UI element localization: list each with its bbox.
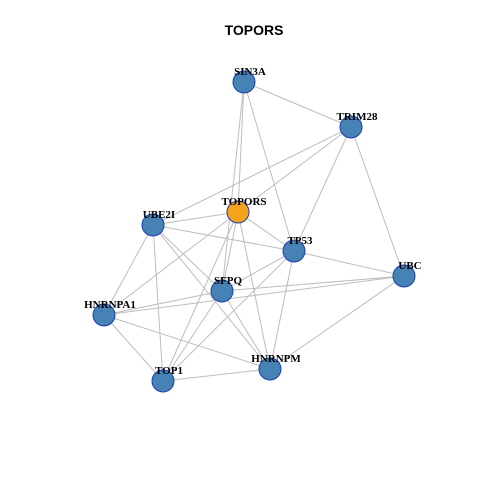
edge-trim28-ube2i <box>152 126 352 226</box>
edge-ube2i-top1 <box>152 224 164 382</box>
node-trim28[interactable] <box>339 115 363 139</box>
node-hnrnpm[interactable] <box>258 357 282 381</box>
node-label-tp53: TP53 <box>287 235 313 247</box>
edge-hnrnpa1-hnrnpm <box>103 314 271 370</box>
edge-hnrnpm-top1 <box>162 368 271 382</box>
edge-tp53-hnrnpm <box>269 250 295 370</box>
node-hnrnpa1[interactable] <box>92 303 116 327</box>
edge-tp53-top1 <box>162 250 295 382</box>
edge-ube2i-hnrnpm <box>152 224 271 370</box>
node-label-sfpq: SFPQ <box>214 275 243 287</box>
node-topors[interactable] <box>226 200 250 224</box>
node-label-ubc: UBC <box>398 260 421 272</box>
node-layer <box>92 70 416 393</box>
node-sin3a[interactable] <box>232 70 256 94</box>
edge-ube2i-sfpq <box>152 224 223 292</box>
edge-sin3a-tp53 <box>243 81 295 252</box>
edge-topors-sfpq <box>221 211 239 292</box>
edge-trim28-tp53 <box>293 126 352 252</box>
node-label-topors: TOPORS <box>221 196 266 208</box>
edge-tp53-ubc <box>293 250 405 277</box>
node-top1[interactable] <box>151 369 175 393</box>
node-ube2i[interactable] <box>141 213 165 237</box>
node-label-hnrnpa1: HNRNPA1 <box>84 299 136 311</box>
edge-ube2i-tp53 <box>152 224 295 252</box>
edge-trim28-ubc <box>350 126 405 277</box>
node-label-sin3a: SIN3A <box>234 66 266 78</box>
diagram-title: TOPORS <box>225 22 284 38</box>
edge-sfpq-hnrnpm <box>221 290 271 370</box>
node-sfpq[interactable] <box>210 279 234 303</box>
edge-sfpq-hnrnpa1 <box>103 290 223 316</box>
edge-ubc-hnrnpm <box>269 275 405 370</box>
edge-ubc-sfpq <box>221 275 405 292</box>
node-label-top1: TOP1 <box>155 365 183 377</box>
node-label-ube2i: UBE2I <box>143 209 175 221</box>
edge-layer <box>103 81 405 382</box>
edge-ubc-hnrnpa1 <box>103 275 405 316</box>
edge-topors-top1 <box>162 211 239 382</box>
edge-tp53-sfpq <box>221 250 295 292</box>
edge-sin3a-sfpq <box>221 81 245 292</box>
edge-topors-hnrnpa1 <box>103 211 239 316</box>
edge-sin3a-trim28 <box>243 81 352 128</box>
node-label-trim28: TRIM28 <box>337 111 378 123</box>
edge-sin3a-topors <box>237 81 245 213</box>
edge-topors-ube2i <box>152 211 239 226</box>
node-tp53[interactable] <box>282 239 306 263</box>
edge-ube2i-hnrnpa1 <box>103 224 154 316</box>
edge-sfpq-top1 <box>162 290 223 382</box>
edge-trim28-topors <box>237 126 352 213</box>
node-ubc[interactable] <box>392 264 416 288</box>
edge-hnrnpa1-top1 <box>103 314 164 382</box>
node-label-hnrnpm: HNRNPM <box>251 353 301 365</box>
